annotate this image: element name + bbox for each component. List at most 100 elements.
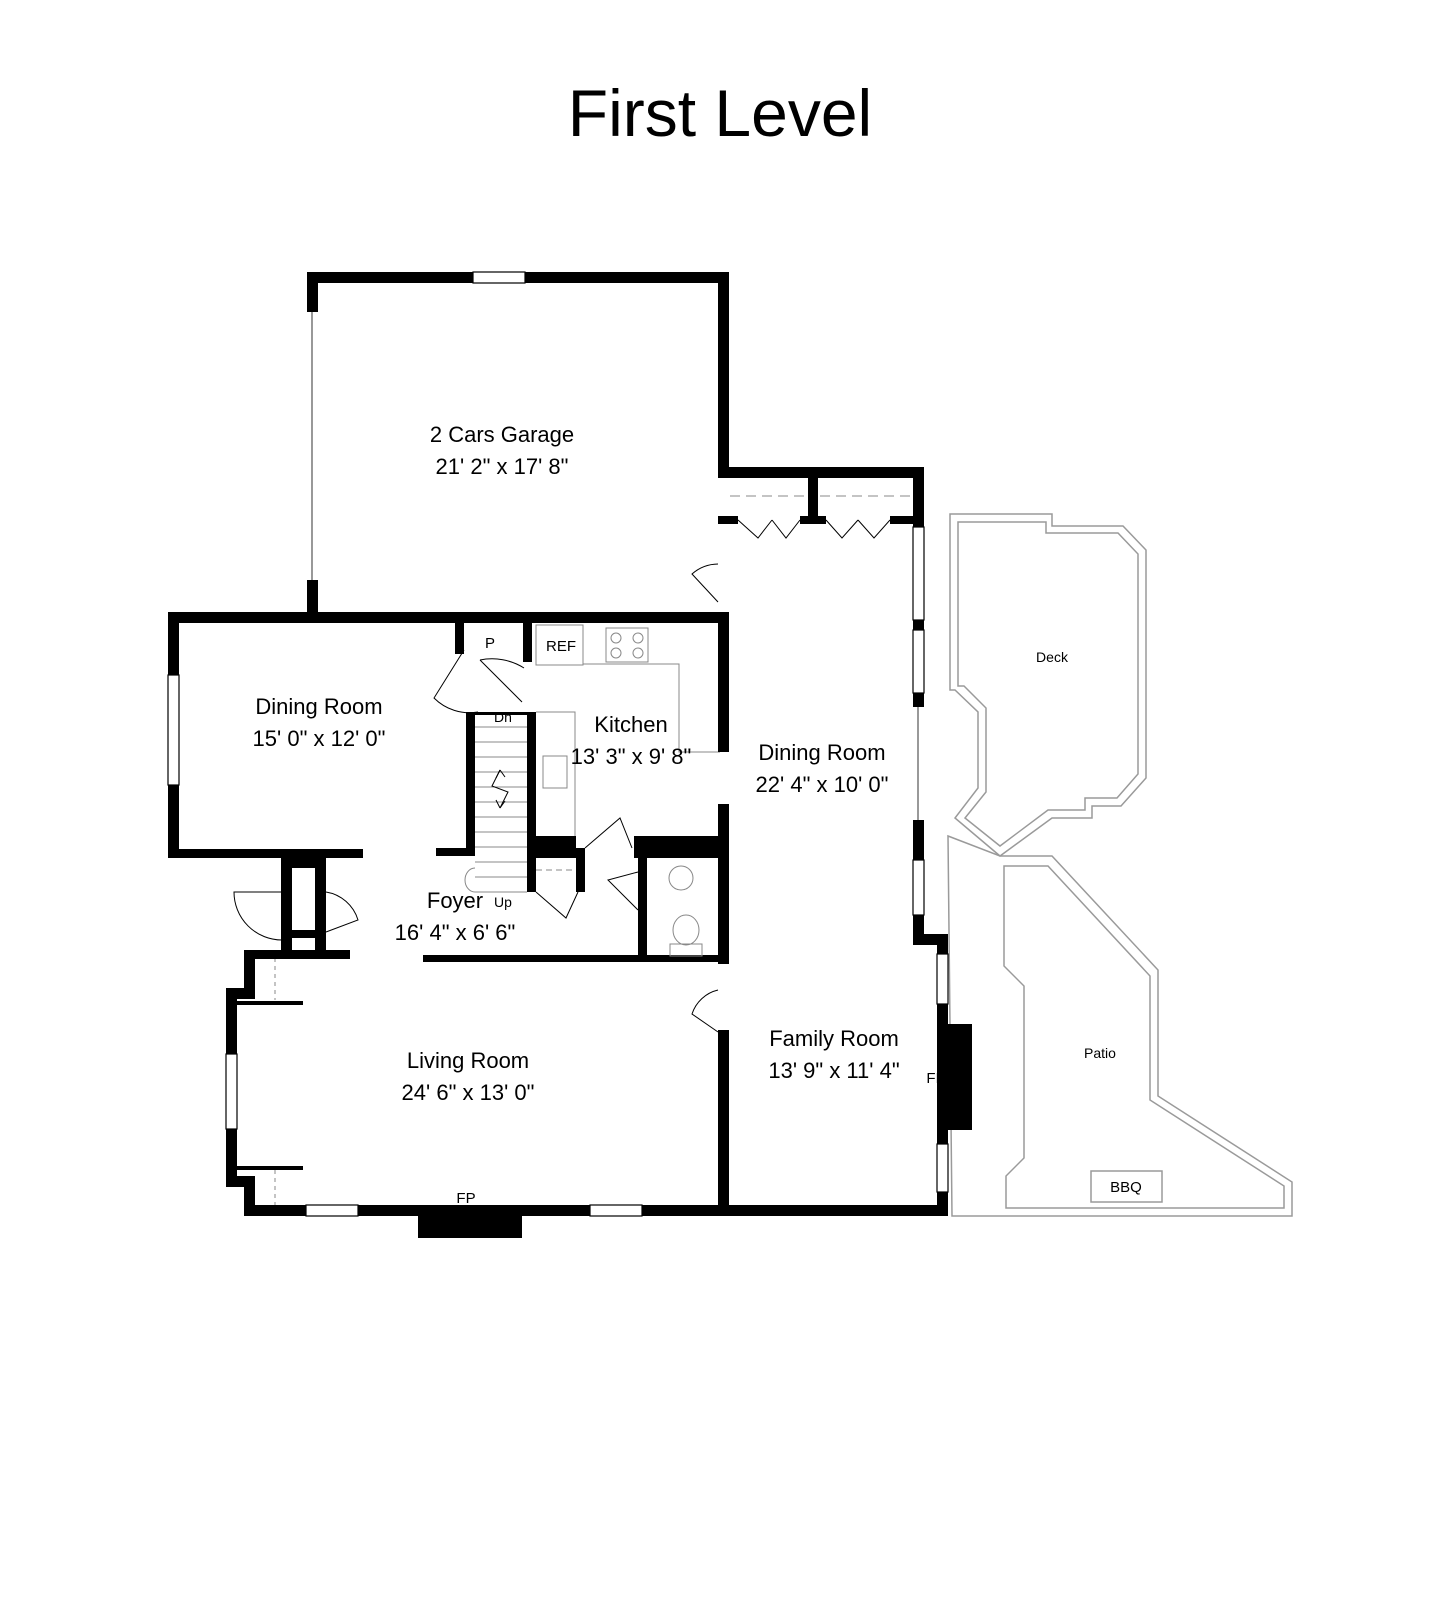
- bottom-wall-mid-a: [358, 1205, 590, 1216]
- powder-sink: [668, 865, 694, 891]
- pantry-door: [479, 658, 525, 703]
- kitchen-sink: [542, 755, 568, 789]
- pantry-right-wall: [523, 612, 532, 662]
- dining-right-window-3: [912, 859, 925, 916]
- living-bottom-window-1: [305, 1204, 359, 1217]
- garage-left-wall-bottom: [307, 580, 318, 620]
- foyer-dims: 16' 4" x 6' 6": [395, 920, 516, 945]
- deck-outline: [949, 513, 1147, 857]
- kitchen-counter-top: [583, 663, 720, 753]
- ref-label: REF: [546, 638, 576, 655]
- dining-left-left-wall-b: [168, 785, 179, 855]
- dining-left-right-wall: [455, 612, 464, 654]
- living-left-wall-a: [244, 950, 255, 998]
- powder-top-wall: [634, 836, 720, 858]
- dining-left-dims: 15' 0" x 12' 0": [253, 726, 386, 751]
- garage-window: [472, 271, 526, 284]
- family-right-wall-c: [937, 1192, 948, 1216]
- family-fireplace: [938, 1024, 972, 1130]
- living-top-wall-right: [423, 955, 720, 962]
- living-left-wall-b: [244, 1176, 255, 1216]
- patio-outline-inner: [1003, 865, 1285, 1209]
- patio-outline: [947, 834, 1293, 1217]
- vestibule-left-post: [281, 858, 292, 958]
- living-top-wall-left: [244, 950, 350, 959]
- dining-right-wall-a: [913, 620, 924, 630]
- dining-right-wall-d: [913, 915, 924, 945]
- dining-right-dims: 22' 4" x 10' 0": [756, 772, 889, 797]
- stair-right-wall: [527, 712, 536, 892]
- dining-left-left-wall-a: [168, 612, 179, 675]
- closet-top-wall: [718, 467, 924, 478]
- powder-left-wall: [638, 858, 647, 958]
- living-bay-arm-bottom: [237, 1166, 303, 1170]
- bottom-wall-left: [244, 1205, 306, 1216]
- room-labels: 2 Cars Garage 21' 2" x 17' 8" Dining Roo…: [253, 422, 900, 1105]
- bottom-wall-mid-b: [642, 1205, 948, 1216]
- closet-divider: [808, 467, 818, 517]
- dining-right-window-1: [912, 526, 925, 621]
- pantry-label: P: [485, 635, 495, 652]
- family-name: Family Room: [769, 1026, 899, 1051]
- living-bottom-window-2: [589, 1204, 643, 1217]
- closet-bottom-right: [890, 516, 924, 524]
- deck-outline-inner: [957, 521, 1139, 847]
- vestibule-right-post: [315, 858, 326, 958]
- deck-label: Deck: [1036, 649, 1069, 665]
- kitchen-door: [584, 817, 633, 849]
- living-bay-top: [226, 988, 255, 999]
- kitchen-counter-left: [536, 711, 576, 836]
- pantry-door-left: [433, 649, 479, 714]
- outdoor-areas: BBQ Deck Patio: [947, 513, 1293, 1217]
- closet-bottom-left: [718, 516, 738, 524]
- vestibule-bottom: [281, 930, 326, 938]
- closet-door-1: [737, 519, 801, 539]
- range-box: [605, 627, 649, 663]
- stair-left-stub: [436, 848, 466, 856]
- closet-door-2: [825, 519, 891, 539]
- dining-right-window-2: [912, 629, 925, 694]
- kitchen-right-wall-bottom: [718, 804, 729, 964]
- family-left-wall: [718, 1030, 729, 1206]
- living-name: Living Room: [407, 1048, 529, 1073]
- closet-bottom-mid: [800, 516, 826, 524]
- closet-right-wall: [913, 467, 924, 527]
- kitchen-dims: 13' 3" x 9' 8": [571, 744, 692, 769]
- family-right-window-2: [936, 1143, 949, 1193]
- kitchen-bottom-block: [536, 836, 576, 858]
- foyer-name: Foyer: [427, 888, 483, 913]
- stairs-up-label: Up: [494, 894, 512, 910]
- living-fireplace-label: FP: [456, 1190, 475, 1207]
- family-dims: 13' 9" x 11' 4": [768, 1058, 899, 1083]
- vestibule-top: [281, 858, 326, 868]
- garage-dims: 21' 2" x 17' 8": [436, 454, 569, 479]
- family-fireplace-label: FP: [926, 1070, 945, 1087]
- family-entry-door: [691, 989, 719, 1033]
- living-bay-left-a: [226, 988, 237, 1054]
- living-left-window: [225, 1053, 238, 1130]
- dining-right-wall-c: [913, 820, 924, 860]
- patio-label: Patio: [1084, 1045, 1116, 1061]
- page-title: First Level: [568, 76, 872, 150]
- family-right-window-1: [936, 953, 949, 1005]
- living-bay-arm-top: [237, 1001, 303, 1005]
- kitchen-name: Kitchen: [594, 712, 667, 737]
- stair-left-wall: [466, 712, 475, 856]
- bbq-box: [1090, 1170, 1163, 1203]
- dining-right-wall-b: [913, 693, 924, 707]
- closet-under-stair-wall: [576, 848, 585, 892]
- living-bay-bottom: [226, 1176, 255, 1187]
- family-jog-top: [913, 934, 948, 945]
- garage-name: 2 Cars Garage: [430, 422, 574, 447]
- kitchen-right-wall-top: [718, 612, 729, 752]
- ref-box: [535, 624, 584, 666]
- stair-treads: [464, 726, 527, 893]
- dining-right-name: Dining Room: [758, 740, 885, 765]
- family-right-wall-a: [937, 934, 948, 954]
- powder-toilet: [672, 914, 700, 946]
- walls: FP FP: [167, 271, 972, 1238]
- dining-left-name: Dining Room: [255, 694, 382, 719]
- dining-left-top-wall: [168, 612, 720, 623]
- stair-top-wall: [475, 712, 527, 715]
